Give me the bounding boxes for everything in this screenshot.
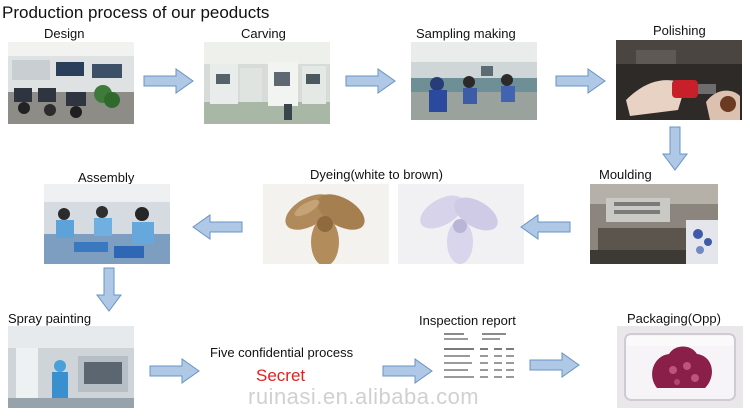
arrow-down-1	[662, 126, 688, 171]
photo-packaging	[617, 326, 743, 408]
photo-spray	[8, 326, 134, 408]
label-spray: Spray painting	[8, 311, 92, 326]
watermark-text: ruinasi.en.alibaba.com	[248, 384, 480, 409]
label-inspection: Inspection report	[419, 313, 516, 328]
arrow-right-6	[529, 352, 580, 378]
arrow-right-5	[382, 358, 433, 384]
photo-dyeing-brown	[263, 184, 389, 264]
label-carving: Carving	[241, 26, 286, 41]
arrow-right-1	[143, 68, 194, 94]
photo-polishing	[616, 40, 742, 120]
photo-carving	[204, 42, 330, 124]
arrow-left-1	[520, 214, 571, 240]
label-sampling: Sampling making	[416, 26, 516, 41]
photo-inspection-report	[440, 330, 520, 386]
arrow-right-3	[555, 68, 606, 94]
secret-text: Secret	[256, 366, 306, 385]
label-assembly: Assembly	[78, 170, 135, 185]
label-confidential: Five confidential process	[210, 345, 354, 360]
arrow-right-2	[345, 68, 396, 94]
arrow-left-2	[192, 214, 243, 240]
photo-moulding	[590, 184, 718, 264]
arrow-down-2	[96, 267, 122, 312]
photo-dyeing-white	[398, 184, 524, 264]
label-moulding: Moulding	[599, 167, 652, 182]
diagram-title: Production process of our peoducts	[2, 3, 270, 22]
arrow-right-4	[149, 358, 200, 384]
label-polishing: Polishing	[653, 23, 706, 38]
photo-assembly	[44, 184, 170, 264]
label-dyeing: Dyeing(white to brown)	[310, 167, 443, 182]
photo-design	[8, 42, 134, 124]
photo-sampling	[411, 42, 537, 120]
label-packaging: Packaging(Opp)	[627, 311, 721, 326]
label-design: Design	[44, 26, 85, 41]
